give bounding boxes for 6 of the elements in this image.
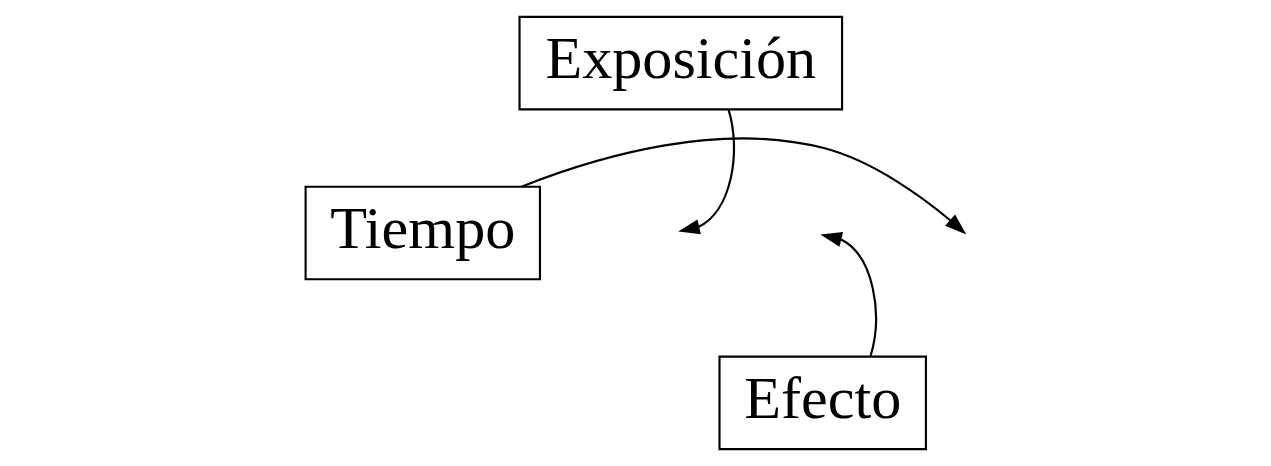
arrow: [820, 232, 877, 357]
arrow: [678, 109, 736, 235]
node-box: Efecto: [718, 355, 927, 451]
arrow: [521, 137, 967, 235]
node-box: Exposición: [518, 15, 844, 111]
node-box: Tiempo: [304, 185, 542, 281]
